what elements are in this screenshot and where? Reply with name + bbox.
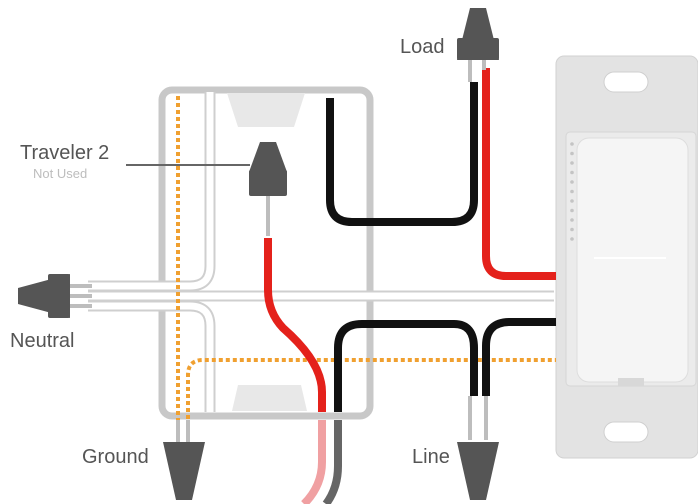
paddle-bottom-tab — [618, 378, 644, 386]
neutral-wires — [88, 92, 554, 412]
switch-paddle — [576, 137, 689, 383]
switch-device — [555, 55, 698, 459]
box-bottom-notch — [232, 385, 307, 411]
ground-wires — [176, 96, 556, 440]
wire-nut-icon — [457, 442, 499, 500]
wire-nut-icon — [249, 170, 287, 196]
led-indicator-icon — [570, 142, 574, 241]
led-dot — [570, 227, 574, 232]
led-dot — [570, 142, 574, 146]
led-dot — [570, 189, 574, 194]
ground-label: Ground — [82, 446, 149, 468]
traveler2-note-label: Not Used — [33, 166, 88, 181]
red-wires — [264, 68, 556, 504]
wire-nut-icon — [249, 142, 287, 172]
led-dot — [570, 218, 574, 222]
load-label: Load — [400, 36, 445, 58]
wire-nut-icon — [163, 442, 205, 500]
wire-leads — [70, 60, 488, 442]
box-top-notch — [227, 93, 305, 127]
led-dot — [570, 199, 574, 203]
led-dot — [570, 208, 574, 213]
bottom-screw-slot — [603, 421, 649, 443]
top-screw-slot — [603, 71, 649, 93]
wire-nuts — [18, 8, 499, 500]
led-dot — [570, 237, 574, 241]
line-label: Line — [412, 446, 450, 468]
led-dot — [570, 170, 574, 175]
gray-feed-wire — [322, 420, 342, 504]
neutral-label: Neutral — [10, 330, 75, 352]
black-wires — [326, 82, 556, 412]
led-dot — [570, 161, 574, 165]
wire-nut-icon — [48, 274, 70, 318]
led-dot — [570, 180, 574, 184]
wire-nut-icon — [457, 38, 499, 60]
traveler2-label: Traveler 2 — [20, 142, 110, 164]
led-dot — [570, 151, 574, 156]
